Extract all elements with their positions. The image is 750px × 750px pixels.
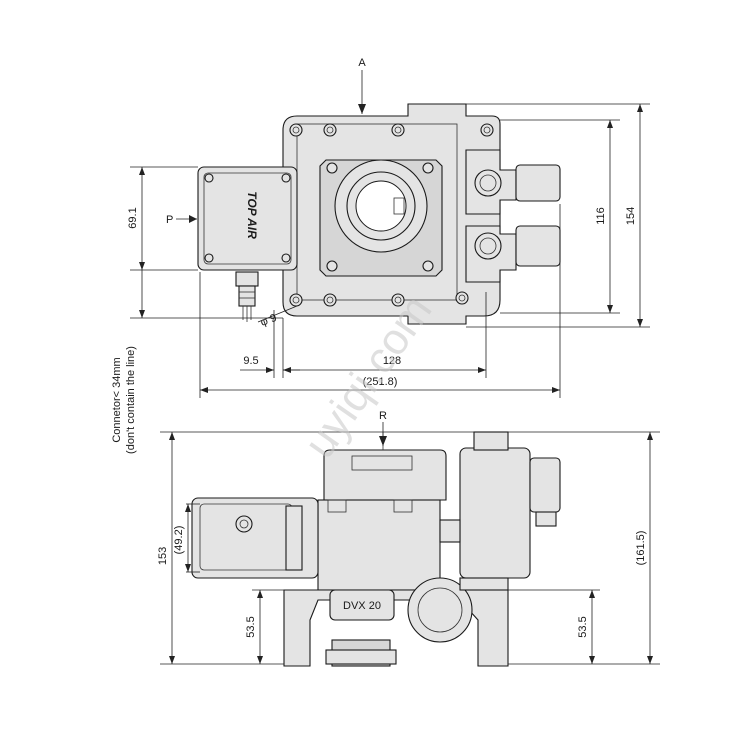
model-label: DVX 20 (343, 600, 381, 612)
dim-69-1: 69.1 (127, 207, 139, 228)
dim-53-5-right: 53.5 (577, 616, 589, 637)
dim-251-8: (251.8) (363, 376, 398, 388)
connector-note-line1: Connetor< 34mm (111, 357, 123, 442)
front-view: R DVX 20 153 (157, 410, 660, 667)
dim-153: 153 (157, 547, 169, 565)
dim-116: 116 (595, 207, 607, 225)
phi-label: φ 9 (259, 312, 278, 329)
dim-154: 154 (625, 207, 637, 225)
connector-note-line2: (don't contain the line) (125, 346, 137, 454)
dim-128: 128 (383, 355, 401, 367)
dim-49-2: (49.2) (173, 526, 185, 555)
port-a-label: A (358, 57, 366, 69)
top-air-text: TOP AIR (245, 191, 259, 239)
port-p-label: P (166, 214, 173, 226)
dim-161-5: (161.5) (635, 531, 647, 566)
top-view: TOP AIR A P φ 9 69.1 (127, 57, 650, 398)
top-right-valves (465, 149, 561, 283)
dim-9-5: 9.5 (243, 355, 258, 367)
port-r-label: R (379, 410, 387, 422)
dim-53-5-left: 53.5 (245, 616, 257, 637)
top-left-solenoid: TOP AIR (197, 166, 298, 322)
bolt-icons (289, 123, 494, 307)
